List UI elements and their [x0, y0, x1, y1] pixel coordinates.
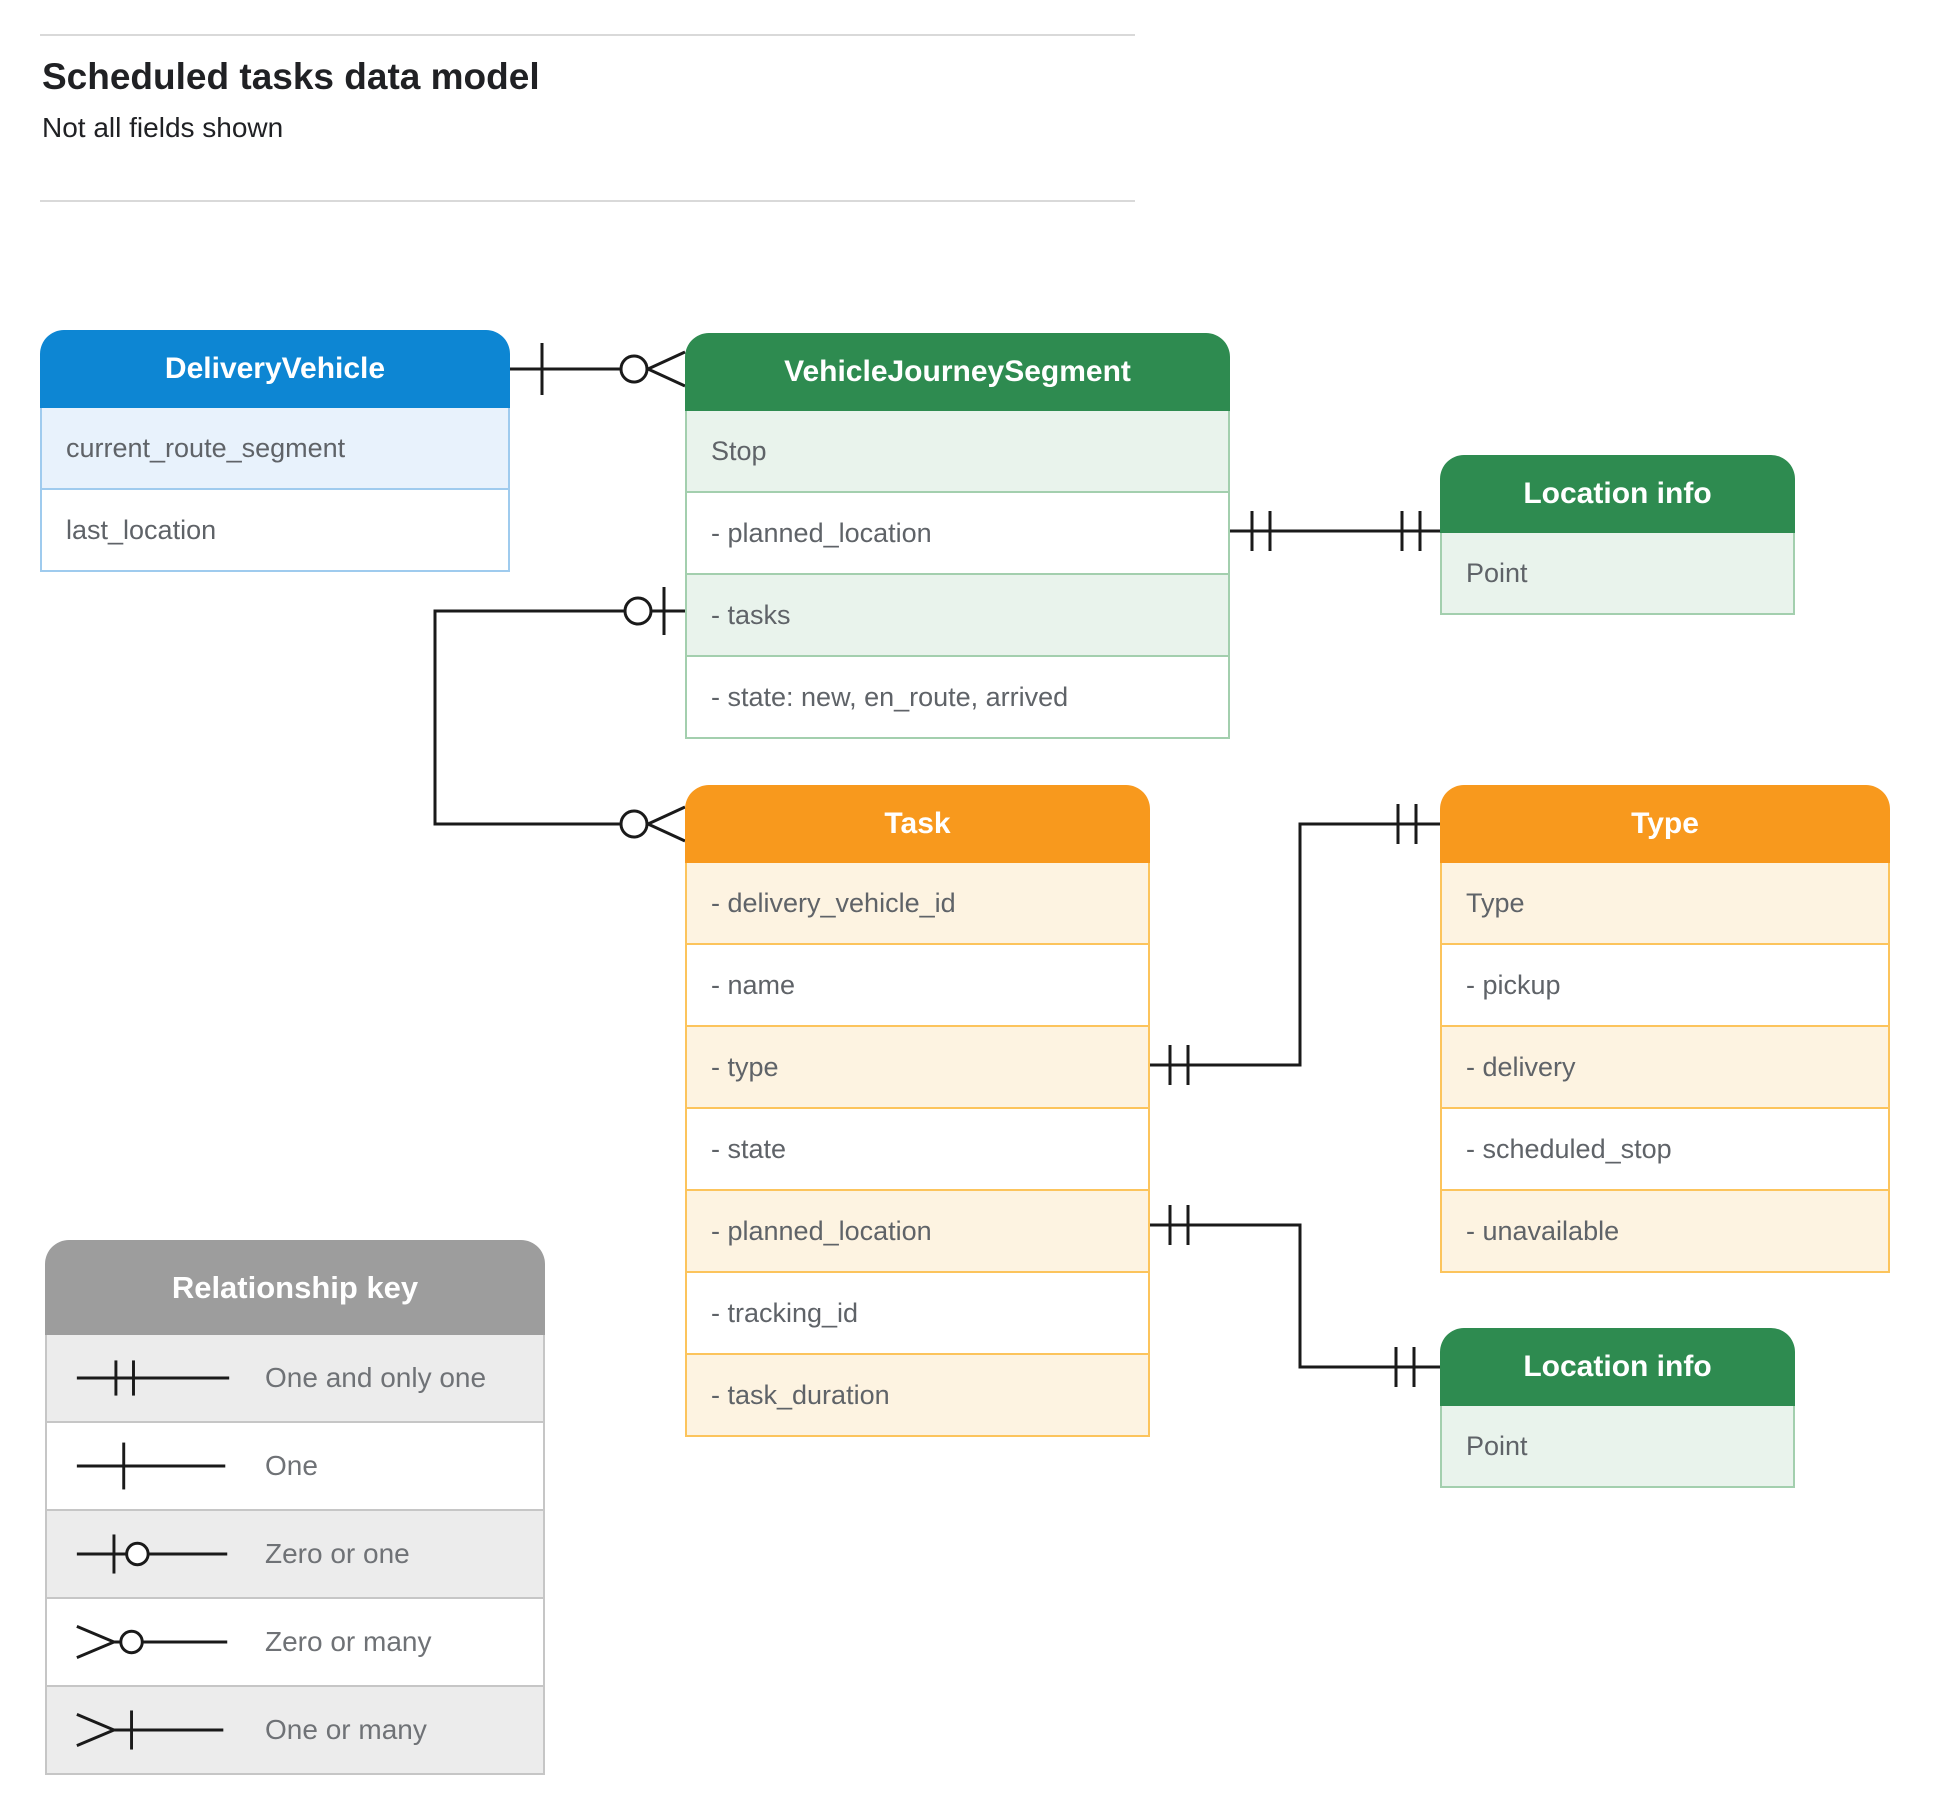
entity-task-body: - delivery_vehicle_id - name - type - state… [685, 863, 1150, 1437]
entity-field-row: - tracking_id [687, 1271, 1148, 1353]
entity-field-label: - planned_location [711, 517, 932, 548]
entity-vehicle-journey-segment-body: Stop - planned_location - tasks - state: ne… [685, 411, 1230, 739]
zero-or-one-icon [76, 1534, 228, 1574]
entity-field-label: last_location [66, 514, 217, 545]
entity-delivery-vehicle-header: DeliveryVehicle [40, 330, 510, 408]
title-divider [40, 200, 1135, 202]
entity-location-info-top-body: Point [1440, 533, 1795, 615]
entity-field-label: - state: new, en_route, arrived [711, 681, 1069, 712]
entity-field-row: Type [1442, 863, 1888, 943]
entity-location-info-bottom-body: Point [1440, 1406, 1795, 1488]
entity-task-header: Task [685, 785, 1150, 863]
entity-field-label: current_route_segment [66, 432, 346, 463]
entity-field-row: last_location [42, 488, 508, 570]
entity-field-row: Point [1442, 533, 1793, 613]
entity-field-label: - pickup [1466, 969, 1561, 1000]
page-title: Scheduled tasks data model [42, 56, 540, 97]
entity-field-label: - scheduled_stop [1466, 1133, 1672, 1164]
page-subtitle: Not all fields shown [42, 112, 284, 143]
connector-plannedlocation-locationinfo-top [1230, 511, 1440, 551]
legend-row: One [47, 1421, 543, 1509]
entity-field-label: - type [711, 1051, 779, 1082]
entity-field-label: - tracking_id [711, 1297, 859, 1328]
entity-title: VehicleJourneySegment [784, 355, 1131, 388]
entity-field-row: - tasks [687, 573, 1228, 655]
legend-row: One or many [47, 1685, 543, 1773]
entity-field-label: - delivery_vehicle_id [711, 887, 956, 918]
legend-row-label: One or many [265, 1714, 427, 1745]
entity-field-label: - task_duration [711, 1379, 890, 1410]
legend-row: One and only one [47, 1335, 543, 1421]
legend-row: Zero or one [47, 1509, 543, 1597]
entity-vehicle-journey-segment-header: VehicleJourneySegment [685, 333, 1230, 411]
entity-field-label: Type [1466, 887, 1525, 918]
entity-field-row: - state [687, 1107, 1148, 1189]
entity-field-row: - name [687, 943, 1148, 1025]
entity-field-row: - planned_location [687, 1189, 1148, 1271]
legend-row: Zero or many [47, 1597, 543, 1685]
entity-location-info-bottom: Location info Point [1440, 1328, 1795, 1488]
entity-type-body: Type - pickup - delivery - scheduled_stop - … [1440, 863, 1890, 1273]
one-icon [76, 1442, 226, 1490]
entity-title: Location info [1523, 477, 1712, 510]
entity-field-label: Stop [711, 435, 767, 466]
connector-deliveryvehicle-vehiclejourneysegment [510, 343, 686, 395]
entity-title: DeliveryVehicle [164, 352, 386, 385]
top-divider [40, 34, 1135, 36]
entity-field-row: - delivery [1442, 1025, 1888, 1107]
entity-type-header: Type [1440, 785, 1890, 863]
entity-location-info-bottom-header: Location info [1440, 1328, 1795, 1406]
one-or-many-icon [76, 1710, 224, 1750]
entity-field-row: - scheduled_stop [1442, 1107, 1888, 1189]
entity-location-info-top-header: Location info [1440, 455, 1795, 533]
entity-task: Task - delivery_vehicle_id- name- type- … [685, 785, 1150, 1437]
entity-type: Type Type - pickup - delivery - scheduled_s… [1440, 785, 1890, 1273]
entity-field-row: - task_duration [687, 1353, 1148, 1435]
entity-delivery-vehicle-body: current_route_segment last_location [40, 408, 510, 572]
zero-or-many-icon [76, 1625, 228, 1659]
entity-field-label: - tasks [711, 599, 791, 630]
entity-field-row: - delivery_vehicle_id [687, 863, 1148, 943]
entity-field-row: - state: new, en_route, arrived [687, 655, 1228, 737]
entity-title: Task [884, 807, 951, 840]
relationship-key-header: Relationship key [45, 1240, 545, 1335]
entity-field-row: Stop [687, 411, 1228, 491]
entity-field-label: - unavailable [1466, 1215, 1620, 1246]
connector-taskplannedlocation-locationinfo-bottom [1150, 1205, 1440, 1387]
entity-field-label: Point [1466, 557, 1528, 588]
entity-location-info-top: Location info Point [1440, 455, 1795, 615]
entity-field-label: - name [711, 969, 796, 1000]
connector-tasktype-type [1150, 804, 1440, 1085]
entity-field-label: Point [1466, 1430, 1528, 1461]
relationship-key-title: Relationship key [171, 1269, 419, 1305]
entity-field-label: - state [711, 1133, 787, 1164]
entity-field-label: - planned_location [711, 1215, 932, 1246]
entity-field-row: - type [687, 1025, 1148, 1107]
entity-field-row: - unavailable [1442, 1189, 1888, 1271]
legend-row-label: One [265, 1450, 318, 1481]
connector-tasks-task [433, 587, 686, 843]
entity-field-label: - delivery [1466, 1051, 1576, 1082]
legend-row-label: One and only one [265, 1362, 487, 1393]
one-and-only-one-icon [76, 1360, 230, 1396]
entity-title: Location info [1523, 1350, 1712, 1383]
entity-vehicle-journey-segment: VehicleJourneySegment Stop - planned_loca… [685, 333, 1230, 739]
entity-field-row: Point [1442, 1406, 1793, 1486]
entity-field-row: current_route_segment [42, 408, 508, 488]
entity-title: Type [1631, 807, 1699, 840]
entity-field-row: - pickup [1442, 943, 1888, 1025]
entity-field-row: - planned_location [687, 491, 1228, 573]
legend-row-label: Zero or many [265, 1626, 432, 1657]
legend-row-label: Zero or one [265, 1538, 410, 1569]
